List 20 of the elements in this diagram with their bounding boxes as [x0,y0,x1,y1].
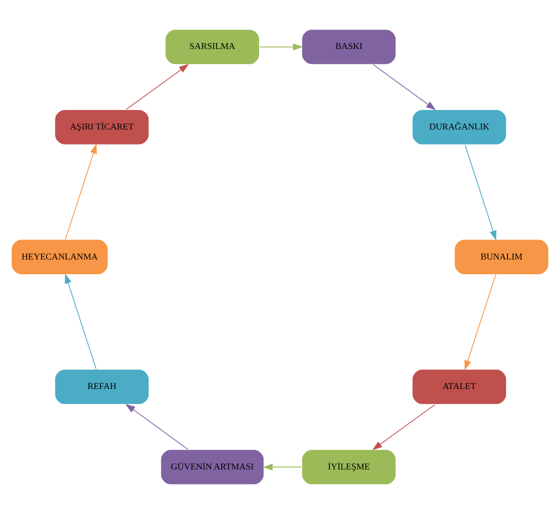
arrow [372,64,436,110]
arrow [65,143,97,240]
arrow [126,63,189,110]
node-box: İYİLEŞME [301,448,396,485]
node-box: REFAH [54,368,150,404]
arrow [125,403,188,450]
node-box: HEYECANLANMA [10,238,109,275]
node-box: SARSILMA [164,28,260,64]
arrow [464,144,496,240]
node-box: BASKI [301,28,396,64]
node-box: DURAĞANLIK [412,108,507,145]
arrow [372,404,436,450]
node-box: AŞIRI TİCARET [54,108,150,145]
arrow [464,274,496,370]
arrow [64,273,97,369]
node-box: BUNALIM [454,238,550,275]
arrow [259,42,303,50]
node-box: ATALET [412,368,507,404]
node-box: GÜVENİN ARTMASI [160,448,264,485]
arrow [262,463,302,470]
